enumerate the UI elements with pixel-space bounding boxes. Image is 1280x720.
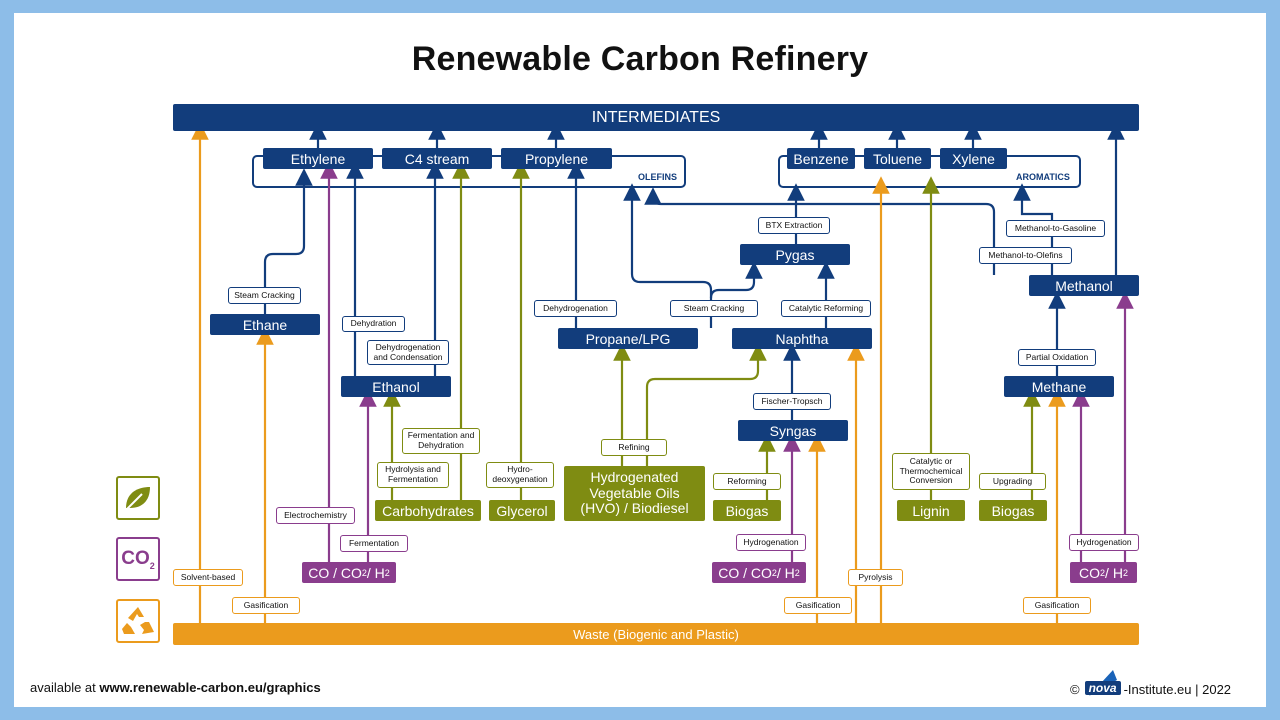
label-gasification-b: Gasification [784, 597, 852, 614]
label-electrochemistry: Electrochemistry [276, 507, 355, 524]
feed-hvo-biodiesel: Hydrogenated Vegetable Oils (HVO) / Biod… [564, 466, 705, 521]
label-partial-oxidation: Partial Oxidation [1018, 349, 1096, 366]
node-toluene: Toluene [864, 148, 931, 169]
label-steam-cracking-naphtha: Steam Cracking [670, 300, 758, 317]
olefins-group-label: OLEFINS [638, 172, 678, 182]
node-xylene: Xylene [940, 148, 1007, 169]
node-pygas: Pygas [740, 244, 850, 265]
label-refining: Refining [601, 439, 667, 456]
label-gasification-a: Gasification [232, 597, 300, 614]
label-steam-cracking-ethane: Steam Cracking [228, 287, 301, 304]
label-hydrodeoxygenation: Hydro- deoxygenation [486, 462, 554, 488]
node-ethylene: Ethylene [263, 148, 373, 169]
co2-icon-text: CO2 [121, 547, 155, 571]
feed-lignin: Lignin [897, 500, 965, 521]
label-catalytic-thermochemical: Catalytic or Thermochemical Conversion [892, 453, 970, 490]
footer-prefix: available at [30, 680, 100, 695]
co2-icon: CO2 [116, 537, 160, 581]
footer-credit: © nova -Institute.eu | 2022 [1070, 670, 1232, 698]
label-methanol-to-gasoline: Methanol-to-Gasoline [1006, 220, 1105, 237]
copyright-symbol: © [1070, 681, 1080, 697]
intermediates-bar: INTERMEDIATES [173, 104, 1139, 131]
footer-url[interactable]: www.renewable-carbon.eu/graphics [99, 680, 321, 695]
node-benzene: Benzene [787, 148, 855, 169]
label-fischer-tropsch: Fischer-Tropsch [753, 393, 831, 410]
label-btx-extraction: BTX Extraction [758, 217, 830, 234]
label-dehydrogenation-condensation: Dehydrogenation and Condensation [367, 340, 449, 365]
leaf-icon [116, 476, 160, 520]
node-ethane: Ethane [210, 314, 320, 335]
label-fermentation-dehydration: Fermentation and Dehydration [402, 428, 480, 454]
label-methanol-to-olefins: Methanol-to-Olefins [979, 247, 1072, 264]
node-methane: Methane [1004, 376, 1114, 397]
node-syngas: Syngas [738, 420, 848, 441]
node-c4-stream: C4 stream [382, 148, 492, 169]
label-hydrogenation-a: Hydrogenation [736, 534, 806, 551]
waste-bar: Waste (Biogenic and Plastic) [173, 623, 1139, 645]
node-naphtha: Naphtha [732, 328, 872, 349]
label-dehydrogenation: Dehydrogenation [534, 300, 617, 317]
feed-glycerol: Glycerol [489, 500, 555, 521]
label-pyrolysis: Pyrolysis [848, 569, 903, 586]
feed-biogas-2: Biogas [979, 500, 1047, 521]
feed-carbohydrates: Carbohydrates [375, 500, 481, 521]
label-reforming: Reforming [713, 473, 781, 490]
label-gasification-c: Gasification [1023, 597, 1091, 614]
nova-logo-text: nova [1084, 681, 1121, 695]
nova-logo: nova [1083, 670, 1121, 698]
node-propane-lpg: Propane/LPG [558, 328, 698, 349]
label-dehydration: Dehydration [342, 316, 405, 332]
recycle-icon [116, 599, 160, 643]
label-hydrolysis-fermentation: Hydrolysis and Fermentation [377, 462, 449, 488]
label-hydrogenation-b: Hydrogenation [1069, 534, 1139, 551]
label-catalytic-reforming: Catalytic Reforming [781, 300, 871, 317]
label-fermentation: Fermentation [340, 535, 408, 552]
node-ethanol: Ethanol [341, 376, 451, 397]
footer-brand-suffix: -Institute.eu | 2022 [1123, 681, 1232, 697]
label-upgrading: Upgrading [979, 473, 1046, 490]
footer-source: available at www.renewable-carbon.eu/gra… [30, 680, 321, 695]
page-title: Renewable Carbon Refinery [411, 40, 869, 78]
node-propylene: Propylene [501, 148, 612, 169]
aromatics-group-label: AROMATICS [1016, 172, 1070, 182]
feed-biogas-1: Biogas [713, 500, 781, 521]
label-solvent-based: Solvent-based [173, 569, 243, 586]
node-methanol: Methanol [1029, 275, 1139, 296]
